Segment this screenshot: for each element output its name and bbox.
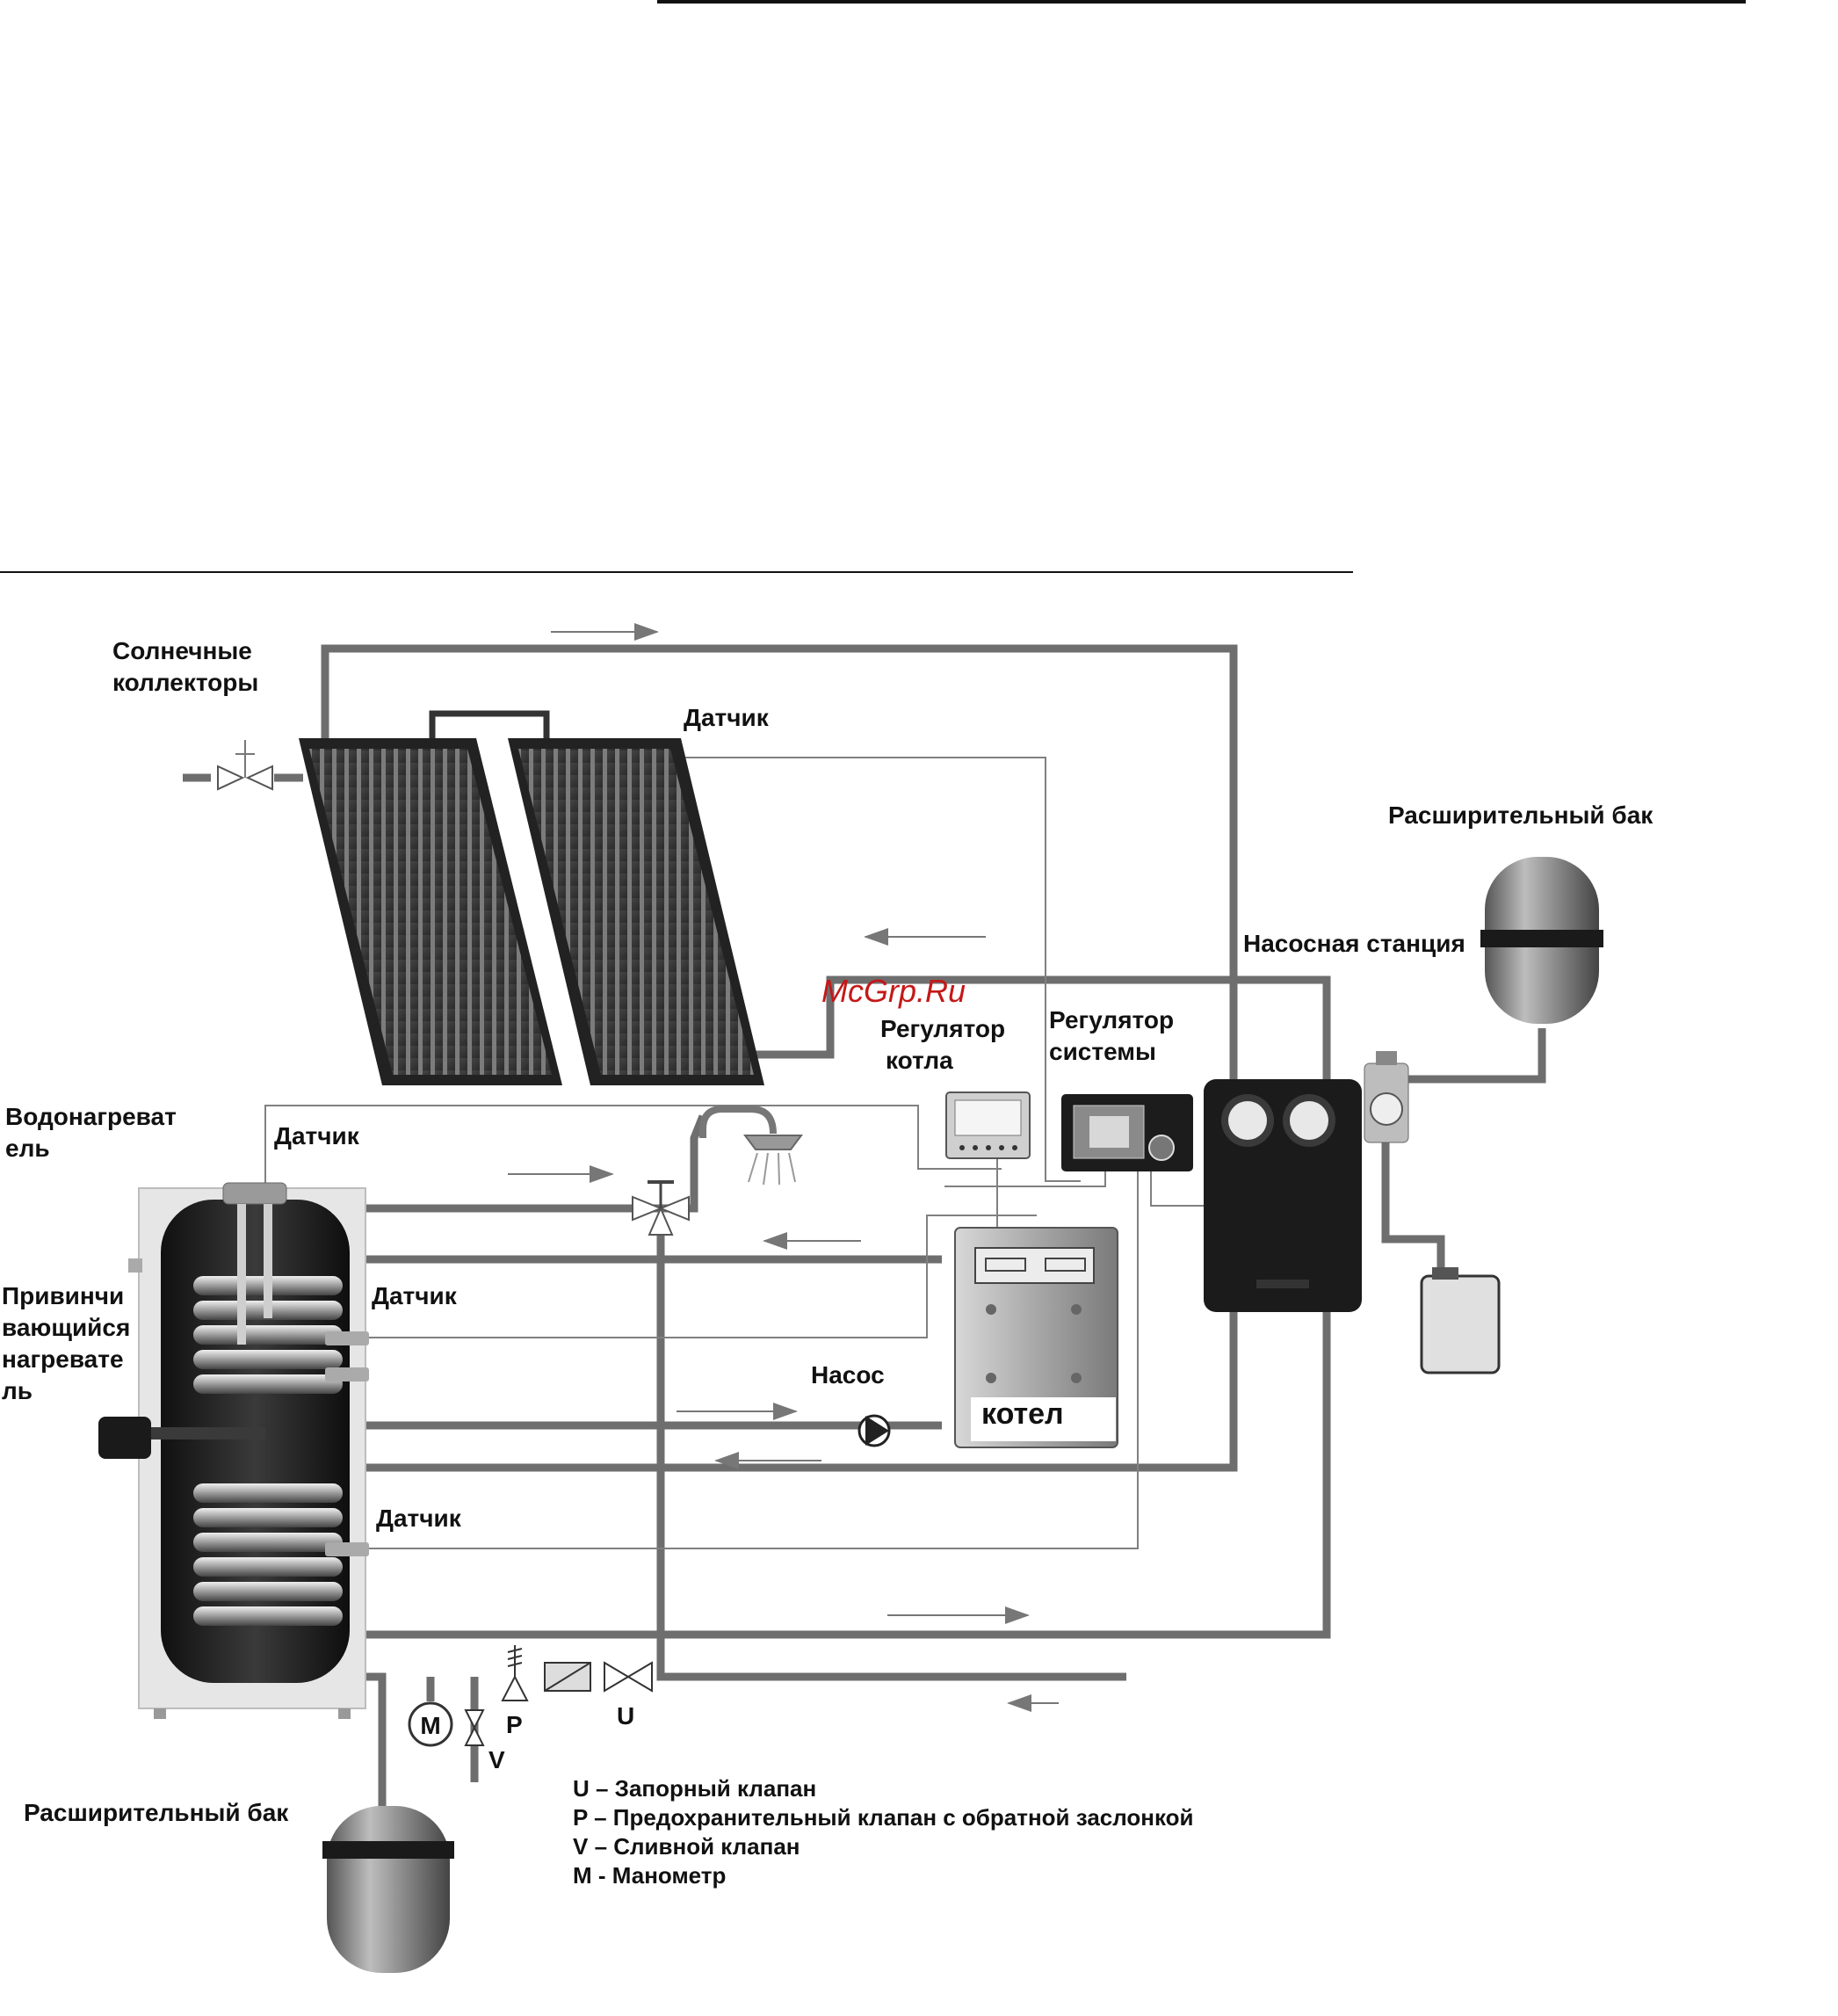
label-valve-p: P: [506, 1711, 523, 1738]
flow-arrows: [508, 623, 1059, 1712]
label-heater-insert: Привинчи вающийся нагревате ль: [2, 1282, 137, 1404]
label-expansion-tank-bottom: Расширительный бак: [24, 1799, 289, 1826]
label-water-heater: Водонагреват ель: [5, 1103, 184, 1162]
label-tank-low-sensor: Датчик: [376, 1505, 462, 1532]
label-system-controller: Регулятор системы: [1049, 1006, 1181, 1065]
legend-item-u: U – Запорный клапан: [573, 1775, 816, 1802]
wire-tank-mid-sensor: [369, 1215, 1037, 1338]
pump-station: [1204, 1051, 1409, 1312]
pipe-station-can: [1381, 1142, 1445, 1276]
wire-collector-sensor: [681, 757, 1081, 1182]
label-expansion-tank-top: Расширительный бак: [1388, 801, 1653, 829]
wire-tank-low-sensor: [369, 1171, 1139, 1549]
pipe-collector-supply: [321, 644, 1238, 1472]
legend-item-v: V – Сливной клапан: [573, 1833, 800, 1860]
sensor-wires: [264, 757, 1204, 1549]
label-tank-top-sensor: Датчик: [274, 1122, 360, 1149]
label-boiler-controller: Регулятор котла: [880, 1015, 1012, 1074]
label-boiler: котел: [981, 1397, 1064, 1431]
label-solar-collectors: Солнечные коллекторы: [112, 637, 259, 696]
label-tank-mid-sensor: Датчик: [372, 1282, 458, 1309]
collection-canister: [1420, 1267, 1501, 1374]
pressure-gauge-group: [1364, 1051, 1409, 1143]
gauge-m-label: M: [420, 1712, 440, 1739]
shower: [699, 1106, 803, 1186]
expansion-tank-top: [1480, 857, 1603, 1024]
solar-collectors: [217, 710, 764, 1085]
system-controller: [1061, 1094, 1193, 1171]
water-heater-tank: [98, 1182, 369, 1719]
pipe-collector-return: [334, 975, 1331, 1639]
shutoff-valve-u: [604, 1661, 653, 1693]
wire-sys-station: [1150, 1171, 1204, 1207]
label-valve-u: U: [617, 1702, 634, 1730]
pump: [857, 1414, 891, 1447]
boiler-controller: [945, 1091, 1031, 1159]
expansion-tank-bottom: [322, 1806, 454, 1973]
legend-item-m: M - Манометр: [573, 1862, 726, 1889]
pipe-cold-main: [656, 1230, 1126, 1681]
screw-in-heater: [98, 1417, 265, 1459]
legend: U – Запорный клапан P – Предохранительны…: [573, 1775, 1194, 1889]
tank-lower-coil: [193, 1483, 343, 1626]
drain-valve: [464, 1709, 485, 1746]
legend-item-p: P – Предохранительный клапан с обратной …: [573, 1804, 1194, 1831]
pipe-station-exp: [1404, 1028, 1546, 1084]
label-valve-v: V: [488, 1746, 505, 1773]
tank-sensor-socket: [128, 1258, 369, 1556]
check-valve: [544, 1662, 591, 1692]
watermark: McGrp.Ru: [821, 973, 966, 1009]
label-pump: Насос: [811, 1361, 885, 1389]
label-pump-station: Насосная станция: [1243, 930, 1465, 957]
three-way-valve: [632, 1180, 690, 1236]
collector-bridge: [429, 710, 550, 745]
collector-shutoff-valve: [217, 740, 273, 791]
label-collector-sensor: Датчик: [684, 704, 770, 731]
safety-group: M: [408, 1645, 653, 1747]
safety-valve: [501, 1645, 529, 1701]
wire-sys-pump: [944, 1171, 1106, 1187]
wire-tank-top-sensor: [264, 1105, 1002, 1183]
manometer: M: [408, 1701, 453, 1747]
boiler-unit: [954, 1227, 1118, 1448]
pipe-hot-water: [325, 1114, 707, 1213]
